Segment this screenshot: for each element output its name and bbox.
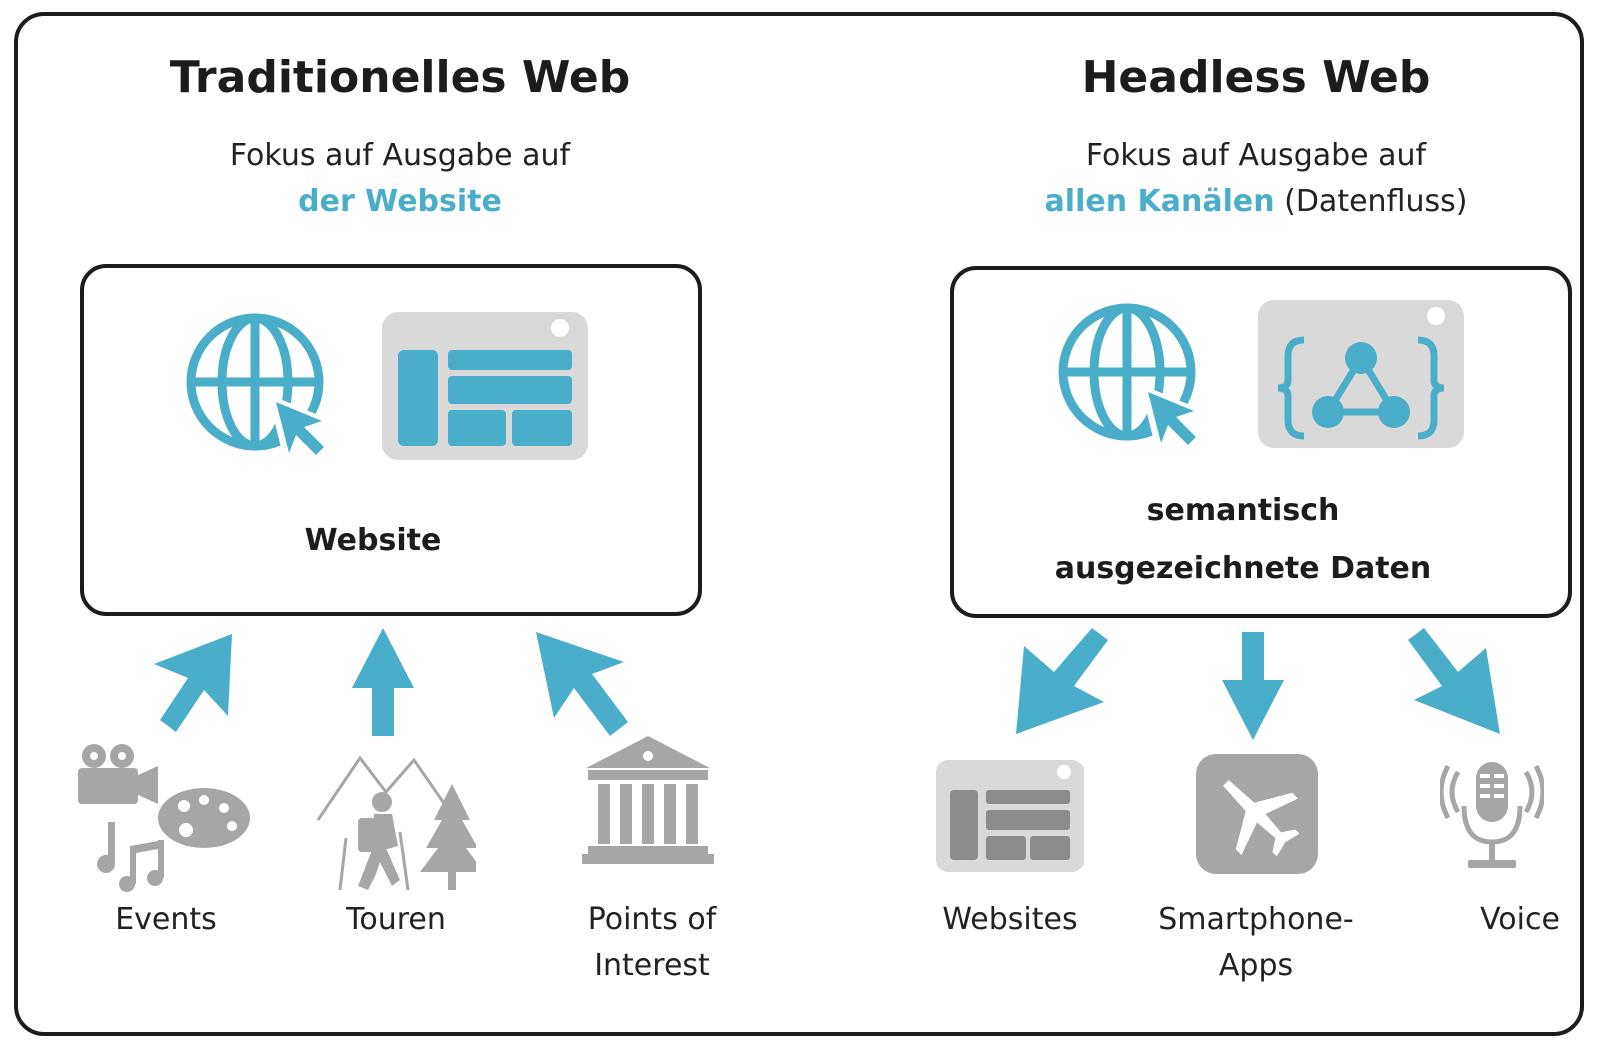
source-label-points-of-interest: Points of Interest	[552, 897, 752, 989]
channel-label-websites: Websites	[942, 902, 1078, 937]
semantic-data-icon	[1258, 300, 1464, 448]
right-focus-suffix: (Datenfluss)	[1274, 184, 1468, 219]
channel-label-smartphone-apps: Smartphone- Apps	[1156, 897, 1356, 989]
source-label-poi-line1: Points of	[587, 902, 717, 937]
left-focus-text: Fokus auf Ausgabe auf der Website	[100, 133, 700, 225]
right-focus-line: Fokus auf Ausgabe auf	[1085, 138, 1427, 173]
website-box	[80, 264, 702, 616]
arrow-down-left-icon	[1016, 628, 1108, 734]
channel-label-voice: Voice	[1480, 902, 1560, 937]
diagram-frame	[14, 12, 1584, 1036]
semantic-data-box-label: semantisch ausgezeichnete Daten	[950, 482, 1536, 598]
voice-microphone-icon	[1440, 762, 1544, 868]
arrow-up-left-icon	[536, 632, 628, 736]
right-focus-line2: allen Kanälen (Datenfluss)	[956, 179, 1556, 225]
website-box-label: Website	[304, 523, 442, 558]
source-label-events: Events	[115, 902, 217, 937]
arrow-up-right-icon	[154, 634, 232, 732]
left-focus-highlight: der Website	[298, 184, 502, 219]
globe-cursor-icon	[1058, 303, 1202, 452]
website-layout-icon	[382, 312, 588, 460]
right-title: Headless Web	[1081, 52, 1431, 103]
events-icon	[78, 744, 250, 892]
arrow-up-icon	[352, 628, 414, 736]
semantic-label-line2: ausgezeichnete Daten	[1054, 551, 1432, 586]
source-label-poi-line2: Interest	[594, 948, 710, 983]
left-focus-line: Fokus auf Ausgabe auf	[229, 138, 571, 173]
website-layout-icon	[936, 760, 1084, 872]
channel-label-smartphone-line2: Apps	[1218, 948, 1294, 983]
left-title: Traditionelles Web	[169, 52, 631, 103]
right-focus-text: Fokus auf Ausgabe auf allen Kanälen (Dat…	[956, 133, 1556, 225]
source-label-touren: Touren	[346, 902, 446, 937]
semantic-data-box	[950, 266, 1572, 618]
arrow-down-icon	[1222, 632, 1284, 740]
globe-cursor-icon	[186, 313, 330, 462]
right-focus-highlight: allen Kanälen	[1044, 184, 1275, 219]
smartphone-app-icon	[1196, 754, 1318, 874]
semantic-label-line1: semantisch	[1146, 493, 1340, 528]
arrow-down-right-icon	[1408, 628, 1500, 734]
channel-label-smartphone-line1: Smartphone-	[1158, 902, 1354, 937]
museum-poi-icon	[582, 736, 714, 864]
hiking-tours-icon	[316, 755, 476, 890]
